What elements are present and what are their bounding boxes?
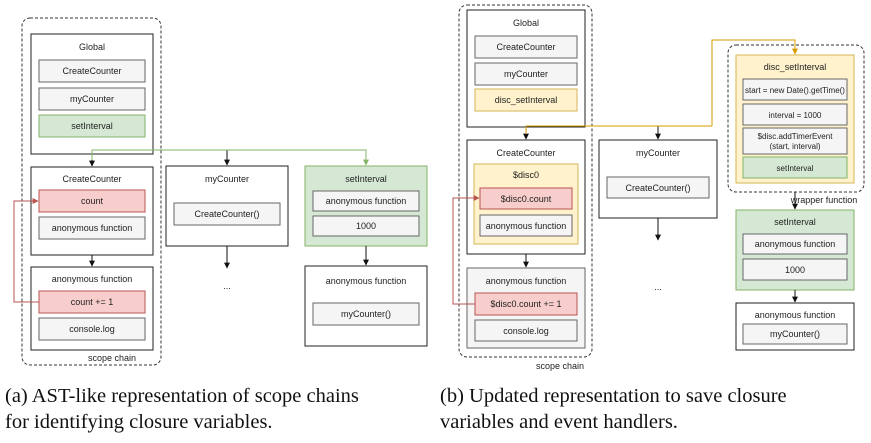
global-item-disc-setinterval-b-box	[474, 88, 578, 112]
disc0-title-b: $disc0	[513, 170, 539, 180]
global-item-mycounter-b: myCounter	[504, 69, 548, 79]
createcounter-call-b: CreateCounter()	[625, 183, 690, 193]
createcounter-call-a-box	[173, 202, 281, 226]
global-title-a: Global	[79, 42, 105, 52]
setinterval-anon-a: anonymous function	[326, 196, 407, 206]
anon-fn-item-a: anonymous function	[52, 223, 133, 233]
mycounter-title-b: myCounter	[636, 148, 680, 158]
setinterval-anon-b-box	[742, 233, 848, 255]
createcounter-call-b-box	[606, 176, 710, 199]
orange-link-to-branch-b	[525, 125, 658, 134]
scope-chain-b-boundary	[458, 4, 593, 358]
global-item-setinterval-a: setInterval	[71, 121, 113, 131]
console-log-b-box	[474, 319, 578, 342]
caption-b-line1: (b) Updated representation to save closu…	[440, 385, 787, 407]
count-var-a-box	[38, 189, 146, 213]
scope-chain-a-boundary	[21, 17, 162, 366]
anon-fn-item-b: anonymous function	[486, 221, 567, 231]
createcounter-title-a: CreateCounter	[62, 174, 121, 184]
global-title-b: Global	[513, 18, 539, 28]
anon-fn-item-b-box	[479, 214, 573, 237]
add-timer-event-box	[742, 127, 848, 155]
console-log-a-box	[38, 317, 146, 341]
red-link-count-a	[13, 198, 39, 303]
mycounter-call-b-box	[742, 323, 848, 345]
global-item-createcounter-b: CreateCounter	[496, 42, 555, 52]
scope-chain-label-b: scope chain	[536, 361, 584, 371]
setinterval-anon-fn-title-a: anonymous function	[326, 276, 407, 286]
green-link-setinterval-a	[91, 149, 369, 166]
setinterval-anon-fn-title-b: anonymous function	[755, 310, 836, 320]
global-item-setinterval-a-box	[38, 114, 146, 138]
ellipsis-a: ...	[223, 281, 231, 291]
setinterval-call: setInterval	[777, 164, 814, 173]
anon-fn-title-b: anonymous function	[486, 276, 567, 286]
orange-link-disc-setinterval-b	[711, 39, 798, 126]
global-item-createcounter-a: CreateCounter	[62, 66, 121, 76]
global-item-disc-setinterval-b: disc_setInterval	[495, 95, 558, 105]
setinterval-anon-a-box	[312, 190, 420, 212]
mycounter-title-a: myCounter	[205, 174, 249, 184]
count-increment-a: count += 1	[71, 297, 114, 307]
add-timer-event-line2: (start, interval)	[769, 142, 820, 151]
caption-b-line2: variables and event handlers.	[440, 411, 678, 433]
disc-setinterval-title-b: disc_setInterval	[764, 62, 827, 72]
start-assign: start = new Date().getTime()	[745, 86, 845, 95]
disc0-count-b-box	[479, 187, 573, 210]
disc0-increment-b: $disc0.count += 1	[490, 299, 561, 309]
panel-b: Global CreateCounter myCounter disc_setI…	[452, 4, 865, 371]
mycounter-call-a: myCounter()	[341, 309, 391, 319]
global-item-mycounter-a-box	[38, 87, 146, 111]
scope-chain-label-a: scope chain	[88, 353, 136, 363]
setinterval-1000-a: 1000	[356, 221, 376, 231]
global-item-createcounter-a-box	[38, 59, 146, 83]
count-var-a: count	[81, 196, 104, 206]
global-item-createcounter-b-box	[474, 35, 578, 59]
interval-assign: interval = 1000	[769, 111, 822, 120]
setinterval-1000-b-box	[742, 258, 848, 281]
red-link-disc0-count-b	[452, 195, 480, 305]
setinterval-1000-b: 1000	[785, 265, 805, 275]
console-log-b: console.log	[503, 326, 549, 336]
createcounter-title-b: CreateCounter	[496, 148, 555, 158]
interval-assign-box	[742, 103, 848, 126]
wrapper-function-boundary	[727, 44, 865, 193]
ellipsis-b: ...	[654, 282, 662, 292]
mycounter-call-a-box	[312, 302, 420, 326]
console-log-a: console.log	[69, 324, 115, 334]
disc0-count-b: $disc0.count	[501, 194, 552, 204]
caption-a-line2: for identifying closure variables.	[5, 411, 273, 433]
wrapper-function-label: wrapper function	[790, 195, 858, 205]
anon-fn-title-a: anonymous function	[52, 274, 133, 284]
setinterval-anon-b: anonymous function	[755, 239, 836, 249]
global-item-mycounter-b-box	[474, 62, 578, 86]
anon-fn-item-a-box	[38, 216, 146, 240]
add-timer-event-line1: $disc.addTimerEvent	[758, 132, 834, 141]
setinterval-1000-a-box	[312, 215, 420, 237]
global-item-mycounter-a: myCounter	[70, 94, 114, 104]
setinterval-title-a: setInterval	[345, 174, 387, 184]
start-assign-box	[742, 78, 848, 101]
setinterval-title-b: setInterval	[774, 217, 816, 227]
setinterval-call-box	[742, 156, 848, 179]
caption-a-line1: (a) AST-like representation of scope cha…	[5, 385, 359, 407]
panel-a: Global CreateCounter myCounter setInterv…	[13, 17, 428, 366]
createcounter-call-a: CreateCounter()	[194, 209, 259, 219]
mycounter-call-b: myCounter()	[770, 329, 820, 339]
